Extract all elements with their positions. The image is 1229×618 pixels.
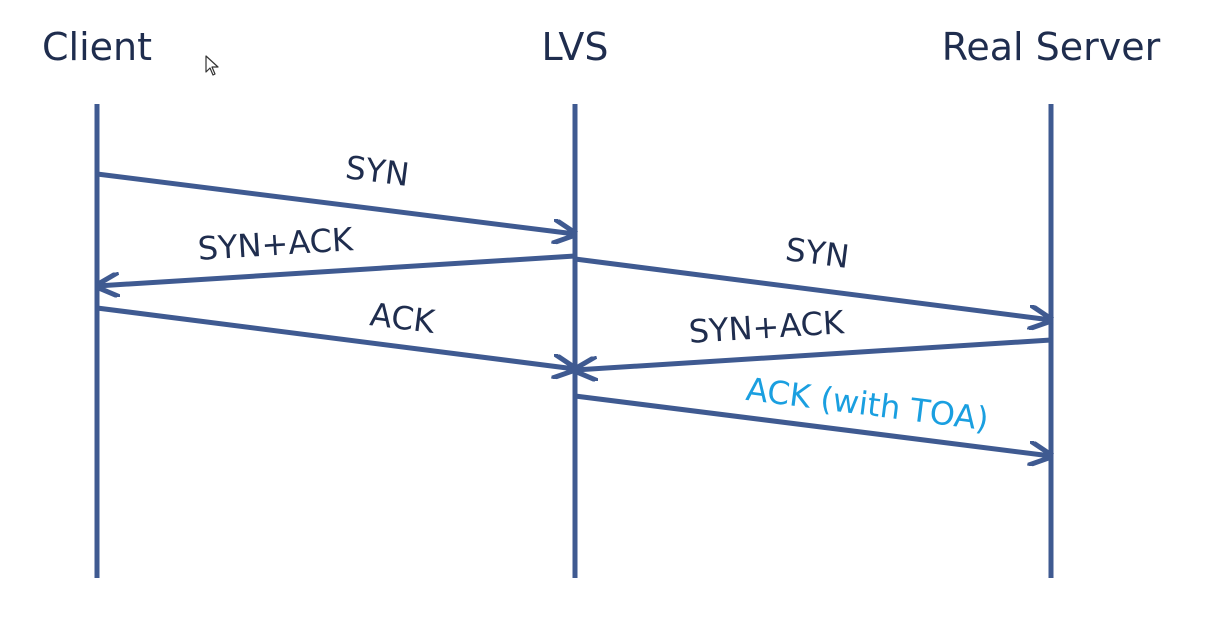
participant-real-server-label: Real Server: [942, 25, 1161, 69]
message-label-syn-lvs-server: SYN: [783, 230, 851, 276]
message-arrow-ack-client-lvs: [96, 305, 575, 369]
participant-lvs-label: LVS: [541, 25, 608, 69]
message-arrow-ack-toa-lvs-server: [574, 393, 1051, 456]
message-label-synack-server-lvs: SYN+ACK: [688, 303, 846, 351]
participant-client-label: Client: [42, 25, 152, 69]
message-label-syn-client-lvs: SYN: [343, 148, 411, 194]
message-label-ack-client-lvs: ACK: [368, 295, 438, 341]
message-arrow-syn-client-lvs: [96, 171, 575, 234]
message-arrow-syn-lvs-server: [574, 256, 1051, 320]
message-arrow-synack-server-lvs: [575, 337, 1052, 370]
mouse-pointer-icon: [205, 55, 219, 76]
message-arrow-synack-lvs-client: [97, 253, 576, 286]
message-label-synack-lvs-client: SYN+ACK: [197, 220, 355, 268]
message-label-ack-toa-lvs-server: ACK (with TOA): [744, 370, 991, 438]
